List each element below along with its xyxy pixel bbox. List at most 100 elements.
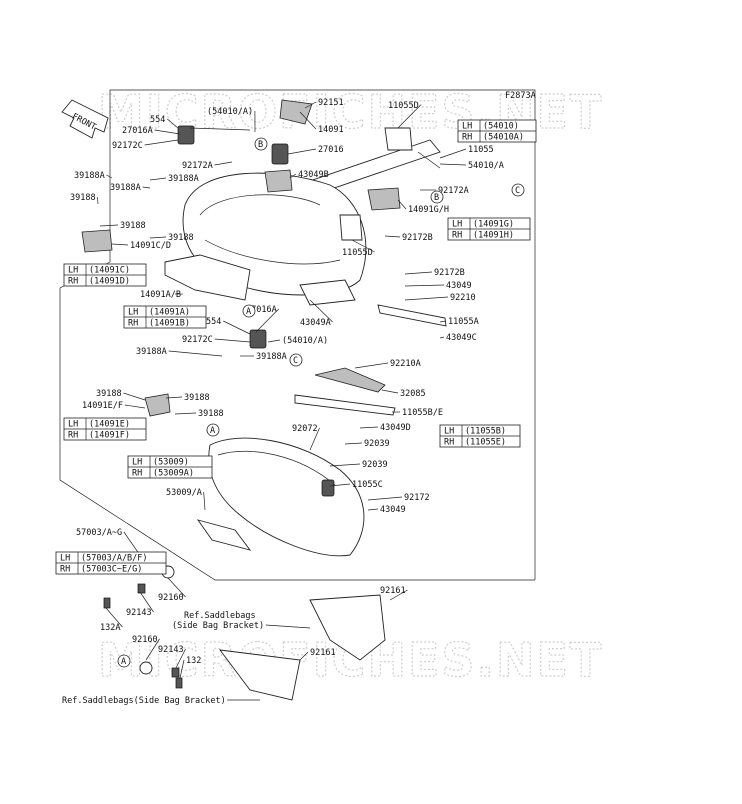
leader-line — [175, 413, 196, 414]
leader-line — [124, 393, 146, 400]
leader-line — [266, 625, 310, 628]
leader-line — [223, 321, 250, 334]
lh-part-number: (14091A) — [149, 308, 190, 318]
callout-a: A — [243, 305, 255, 317]
lh-rh-box: LH(11055B)RH(11055E) — [440, 425, 520, 448]
part-latch-11055C — [322, 480, 334, 496]
part-number-label: 92039 — [364, 439, 390, 449]
part-number-label: 92210 — [450, 293, 476, 303]
part-collar-92143-lower — [172, 668, 179, 677]
leader-line — [440, 149, 466, 158]
rh-label: RH — [444, 438, 454, 448]
leader-line — [440, 164, 466, 165]
rh-part-number: (53009A) — [153, 469, 194, 479]
part-number-label: 32085 — [400, 389, 426, 399]
rh-label: RH — [68, 277, 78, 287]
part-bracket-32085 — [315, 368, 385, 392]
part-rail-11055A — [378, 305, 446, 326]
part-bolt-132 — [176, 678, 182, 688]
part-bracket-14091GH — [368, 188, 400, 210]
part-number-label: 92039 — [362, 460, 388, 470]
part-bracket-14091CD — [82, 230, 112, 252]
part-number-label: 39188 — [70, 193, 96, 203]
leader-line — [360, 427, 378, 428]
rh-part-number: (14091B) — [149, 319, 190, 329]
part-number-label: 43049C — [446, 333, 477, 343]
part-number-label: 11055A — [448, 317, 479, 327]
leader-line — [169, 351, 222, 356]
lh-rh-box: LH(54010)RH(54010A) — [458, 120, 536, 143]
callout-b: B — [255, 138, 267, 150]
part-number-label: 43049B — [298, 170, 329, 180]
part-bracket-14091EF — [145, 394, 170, 416]
part-number-label: 39188A — [256, 352, 287, 362]
part-number-label: Ref.Saddlebags(Side Bag Bracket) — [62, 696, 226, 706]
part-number-label: 92160 — [158, 593, 184, 603]
part-bracket-11055D-upper — [385, 128, 412, 150]
leader-line — [150, 237, 166, 238]
part-number-label: 11055C — [352, 480, 383, 490]
part-number-label: 92172A — [182, 161, 213, 171]
part-number-label: 39188 — [96, 389, 122, 399]
leader-line — [405, 272, 432, 274]
lh-part-number: (14091E) — [89, 420, 130, 430]
part-rail-11055BE — [295, 395, 395, 415]
part-number-label: 11055D — [342, 248, 373, 258]
part-number-label: 14091E/F — [82, 401, 123, 411]
rh-label: RH — [132, 469, 142, 479]
part-number-label: 43049A — [300, 318, 331, 328]
lh-part-number: (54010) — [483, 122, 519, 132]
lh-rh-box: LH(14091E)RH(14091F) — [64, 418, 146, 441]
part-number-label: 92160 — [132, 635, 158, 645]
leader-line — [405, 297, 448, 300]
rh-label: RH — [452, 231, 462, 241]
part-number-label: 11055D — [388, 101, 419, 111]
lh-rh-box: LH(57003/A/B/F)RH(57003C~E/G) — [56, 552, 166, 575]
rh-part-number: (54010A) — [483, 133, 524, 143]
part-number-label: 92143 — [126, 608, 152, 618]
part-number-label: (54010/A) — [207, 107, 253, 117]
lh-label: LH — [60, 554, 70, 564]
part-collar-92143 — [138, 584, 145, 593]
leader-line — [382, 390, 398, 393]
lh-part-number: (53009) — [153, 458, 189, 468]
part-number-label: 39188 — [184, 393, 210, 403]
lh-rh-box: LH(14091C)RH(14091D) — [64, 264, 146, 287]
part-hinge-43049B — [265, 170, 292, 192]
rh-part-number: (57003C~E/G) — [81, 565, 142, 575]
part-number-label: 92172B — [434, 268, 465, 278]
figure-code: F2873A — [505, 91, 536, 101]
part-damper-92160-lower — [140, 662, 152, 674]
part-number-label: 39188 — [120, 221, 146, 231]
part-number-label: 11055B/E — [402, 408, 443, 418]
part-number-label: 39188 — [168, 233, 194, 243]
part-number-label: 39188A — [168, 174, 199, 184]
part-number-label: 92172B — [402, 233, 433, 243]
leader-line — [100, 225, 118, 226]
callout-a: A — [118, 655, 130, 667]
part-number-label: 43049 — [446, 281, 472, 291]
leader-line — [355, 363, 388, 368]
part-number-label: 92210A — [390, 359, 421, 369]
rh-label: RH — [462, 133, 472, 143]
part-lower-lid — [300, 280, 355, 305]
leader-line — [107, 175, 112, 178]
rh-part-number: (14091D) — [89, 277, 130, 287]
part-number-label: Ref.Saddlebags — [184, 611, 256, 621]
leader-line — [112, 244, 128, 245]
leader-line — [150, 178, 166, 180]
part-number-label: 14091 — [318, 125, 344, 135]
lh-part-number: (14091C) — [89, 266, 130, 276]
lh-label: LH — [128, 308, 138, 318]
leader-line — [405, 285, 444, 286]
part-number-label: 92172C — [112, 141, 143, 151]
part-number-label: 39188A — [74, 171, 105, 181]
lh-label: LH — [444, 427, 454, 437]
leader-line — [268, 340, 280, 342]
part-bolt-132A — [104, 598, 110, 608]
rh-part-number: (14091F) — [89, 431, 130, 441]
part-number-label: (Side Bag Bracket) — [172, 621, 264, 631]
leader-line — [125, 405, 145, 408]
